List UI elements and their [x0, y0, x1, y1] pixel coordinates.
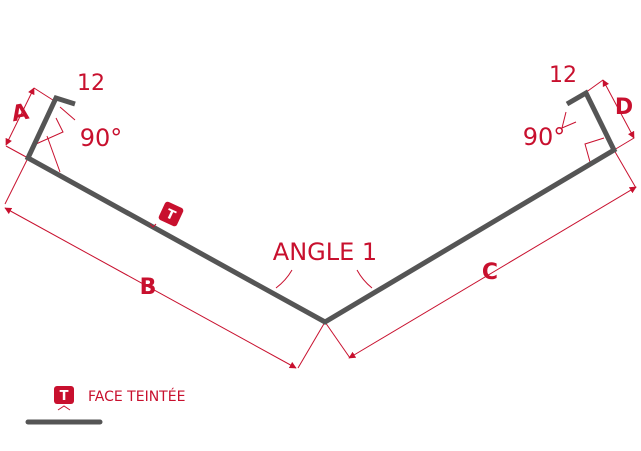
center-angle-label: ANGLE 1 — [273, 238, 377, 266]
tinted-face-badge: T — [149, 201, 184, 228]
legend: T FACE TEINTÉE — [25, 386, 185, 425]
left-angle-label: 90° — [80, 124, 123, 152]
dimension-b — [4, 157, 297, 369]
label-c: C — [482, 260, 498, 285]
profile-line — [24, 89, 618, 325]
legend-badge-box — [54, 386, 74, 404]
dimension-d — [584, 79, 635, 151]
legend-badge-letter: T — [60, 389, 69, 404]
dimension-a — [5, 87, 57, 159]
right-angle-markers — [35, 106, 605, 173]
right-angle-label: 90° — [523, 123, 566, 151]
legend-text: FACE TEINTÉE — [88, 388, 185, 405]
dimension-c — [348, 149, 637, 359]
label-d: D — [615, 95, 633, 120]
label-a: A — [10, 100, 31, 128]
right-return-dimension: 12 — [549, 63, 577, 88]
left-return-dimension: 12 — [77, 71, 105, 96]
label-b: B — [140, 275, 157, 300]
